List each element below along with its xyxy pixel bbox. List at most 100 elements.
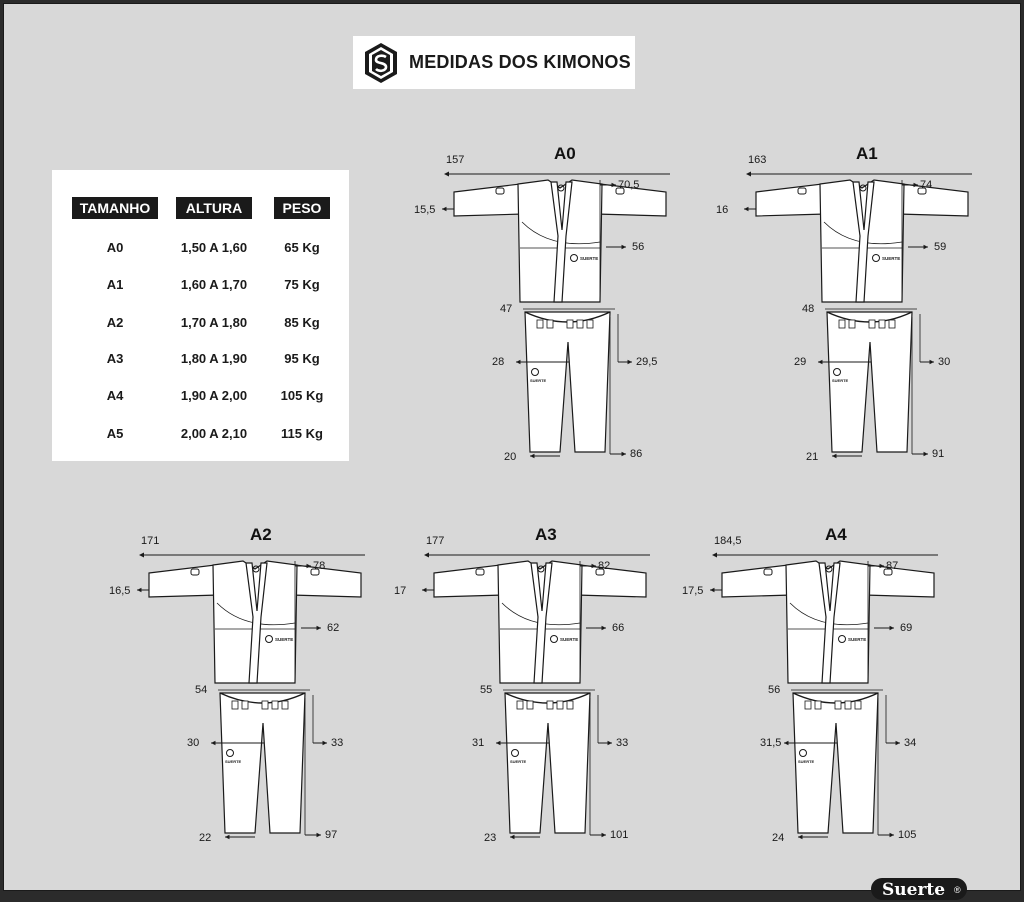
jacket-logo-text: SUERTE — [580, 256, 598, 261]
belt-loop — [271, 700, 279, 710]
kimono-size-title: A3 — [535, 525, 557, 544]
waist-label: 47 — [500, 303, 513, 315]
jacket-width-arrow-head — [601, 625, 606, 631]
right-sleeve — [863, 564, 935, 598]
pants-logo-icon — [531, 368, 539, 376]
jacket-curve — [216, 602, 296, 626]
brand-name: Suerte — [882, 880, 945, 900]
belt-loop — [888, 319, 896, 329]
belt-loop — [834, 700, 842, 710]
height-cell: 1,80 A 1,90 — [180, 351, 248, 366]
crotch-label: 33 — [331, 737, 344, 749]
belt-loop — [546, 700, 554, 710]
lapel — [818, 562, 841, 684]
weight-cell: 105 Kg — [280, 388, 324, 403]
jacket-width-label: 69 — [900, 622, 913, 634]
shoulder-patch-icon — [917, 187, 927, 195]
waist-label: 48 — [802, 303, 815, 315]
pants-length-label: 86 — [630, 448, 643, 460]
sleeve-opening-arrow-head — [422, 587, 427, 593]
jacket-length-arrow-head — [879, 563, 884, 569]
belt-loop — [556, 700, 564, 710]
jacket-length-arrow-head — [306, 563, 311, 569]
shoulder-patch-icon — [595, 568, 605, 576]
belt-loop — [241, 700, 249, 710]
belt-loop — [281, 700, 289, 710]
suerte-shield-logo-icon — [365, 42, 397, 83]
jacket-logo-icon — [838, 635, 846, 643]
jacket-curve — [823, 221, 903, 245]
jacket-length-label: 70,5 — [618, 179, 640, 191]
pants-logo-icon — [511, 749, 519, 757]
belt-loop — [526, 700, 534, 710]
pants-length-label: 91 — [932, 448, 945, 460]
sleeve-opening-label: 17,5 — [682, 585, 704, 597]
belt-loop — [814, 700, 822, 710]
crotch-arrow-head — [627, 359, 632, 365]
thigh-arrow-head — [211, 740, 216, 746]
collar-logo-icon — [557, 184, 565, 192]
sleeve-opening-arrow-head — [710, 587, 715, 593]
jacket-length-label: 78 — [313, 560, 326, 572]
crotch-arrow-head — [607, 740, 612, 746]
shoulder-patch-icon — [763, 568, 773, 576]
height-cell: 1,90 A 2,00 — [180, 388, 248, 403]
chart-frame: MEDIDAS DOS KIMONOS TAMANHO ALTURA PESO … — [3, 3, 1021, 900]
suerte-brand-logo: Suerte ® — [871, 878, 967, 900]
sleeve-opening-arrow-head — [137, 587, 142, 593]
pants-logo-text: SUERTE — [832, 378, 849, 383]
jacket-curve — [501, 602, 581, 626]
wingspan-label: 171 — [141, 535, 160, 547]
belt-loop — [586, 319, 594, 329]
pants — [792, 692, 879, 834]
waist-label: 56 — [768, 684, 781, 696]
pants-length-label: 97 — [325, 829, 338, 841]
belt-loop — [546, 319, 554, 329]
jacket-logo-text: SUERTE — [275, 637, 293, 642]
jacket-logo-text: SUERTE — [848, 637, 866, 642]
jacket-length-label: 82 — [598, 560, 611, 572]
size-cell: A3 — [106, 351, 124, 366]
kimono-size-title: A0 — [554, 144, 576, 163]
jacket-width-arrow-head — [621, 244, 626, 250]
jacket-width-label: 62 — [327, 622, 340, 634]
hem-arrow-head — [510, 834, 515, 840]
hem-label: 23 — [484, 832, 497, 844]
hem-label: 20 — [504, 451, 517, 463]
height-cell: 2,00 A 2,10 — [180, 426, 248, 441]
shoulder-patch-icon — [310, 568, 320, 576]
size-cell: A4 — [106, 388, 124, 403]
crotch-label: 30 — [938, 356, 951, 368]
jacket-length-arrow-head — [591, 563, 596, 569]
size-cell: A2 — [106, 315, 124, 330]
jacket-logo-icon — [570, 254, 578, 262]
waist-label: 54 — [195, 684, 208, 696]
belt-loop — [844, 700, 852, 710]
hem-label: 24 — [772, 832, 785, 844]
weight-cell: 95 Kg — [284, 351, 320, 366]
pants-logo-icon — [833, 368, 841, 376]
thigh-arrow-head — [496, 740, 501, 746]
kimono-size-title: A4 — [825, 525, 847, 544]
jacket-length-arrow-head — [913, 182, 918, 188]
pants-logo-icon — [799, 749, 807, 757]
thigh-label: 31 — [472, 737, 485, 749]
belt-loop — [878, 319, 886, 329]
thigh-label: 30 — [187, 737, 200, 749]
collar-logo-icon — [859, 184, 867, 192]
jacket-curve — [521, 221, 601, 245]
wingspan-label: 157 — [446, 154, 465, 166]
belt-loop — [231, 700, 239, 710]
belt-loop — [516, 700, 524, 710]
crotch-arrow-head — [895, 740, 900, 746]
wingspan-label: 163 — [748, 154, 767, 166]
jacket-width-arrow-head — [889, 625, 894, 631]
pants — [504, 692, 591, 834]
hem-arrow-head — [225, 834, 230, 840]
registered-mark: ® — [954, 885, 961, 895]
shoulder-patch-icon — [797, 187, 807, 195]
page-title: MEDIDAS DOS KIMONOS — [409, 52, 631, 72]
wingspan-arrow — [444, 171, 449, 177]
sleeve-opening-label: 16 — [716, 204, 729, 216]
